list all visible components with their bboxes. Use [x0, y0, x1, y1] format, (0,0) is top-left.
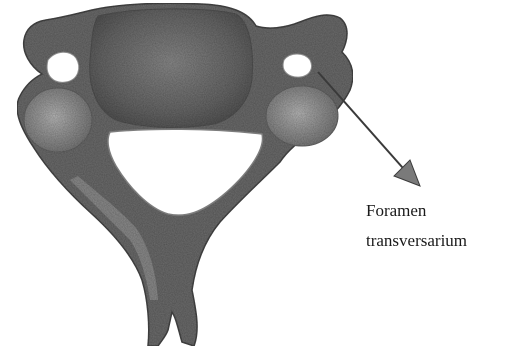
right-articular-facet — [266, 86, 338, 146]
annotation-label-line-2: transversarium — [366, 231, 467, 250]
arrowhead-icon — [394, 160, 420, 186]
left-articular-facet — [24, 88, 92, 152]
right-foramen-transversarium — [283, 54, 311, 77]
vertebral-body — [90, 9, 253, 128]
left-foramen-transversarium — [47, 52, 79, 82]
annotation-label: Foramen transversarium — [366, 201, 467, 250]
annotation-label-line-1: Foramen — [366, 201, 427, 220]
